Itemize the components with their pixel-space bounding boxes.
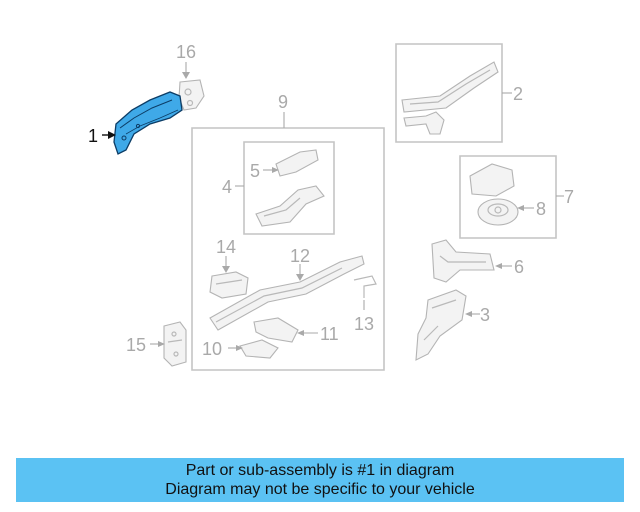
part-16-bracket[interactable] — [178, 79, 205, 111]
callout-11[interactable]: 11 — [320, 324, 339, 344]
callout-2[interactable]: 2 — [513, 84, 523, 104]
arrowhead-10 — [236, 345, 243, 351]
arrowhead-6 — [495, 263, 502, 269]
banner-line-1: Part or sub-assembly is #1 in diagram — [185, 462, 455, 479]
callout-16[interactable]: 16 — [176, 42, 196, 62]
callout-1[interactable]: 1 — [88, 126, 98, 146]
part-3-bracket[interactable] — [415, 289, 467, 361]
callout-3[interactable]: 3 — [480, 305, 490, 325]
arrowhead-8 — [517, 205, 524, 211]
callout-10[interactable]: 10 — [202, 339, 222, 359]
part-10-bracket[interactable] — [239, 339, 279, 359]
part-6-bracket[interactable] — [431, 239, 495, 283]
callout-6[interactable]: 6 — [514, 257, 524, 277]
arrowhead-14 — [222, 266, 230, 273]
arrowhead-5 — [272, 167, 279, 173]
arrowhead-15 — [158, 341, 165, 347]
callout-13[interactable]: 13 — [354, 314, 374, 334]
part-15-plate[interactable] — [163, 321, 187, 367]
part-11-bracket[interactable] — [253, 317, 299, 343]
part-13-clip[interactable] — [353, 275, 377, 298]
callout-14[interactable]: 14 — [216, 237, 236, 257]
info-banner: Part or sub-assembly is #1 in diagram Di… — [16, 458, 624, 502]
arrowhead-16 — [182, 72, 190, 79]
part-7-box[interactable] — [459, 155, 557, 239]
callout-15[interactable]: 15 — [126, 335, 146, 355]
part-1-highlighted[interactable] — [113, 91, 183, 155]
part-14-bracket[interactable] — [209, 271, 249, 299]
callout-7[interactable]: 7 — [564, 187, 574, 207]
callout-12[interactable]: 12 — [290, 246, 310, 266]
part-9-box[interactable] — [191, 127, 385, 371]
callout-9[interactable]: 9 — [278, 92, 288, 112]
arrowhead-11 — [297, 330, 304, 336]
arrowhead-1 — [108, 131, 116, 139]
callout-5[interactable]: 5 — [250, 161, 260, 181]
part-4-box[interactable] — [243, 141, 335, 235]
part-2-box[interactable] — [395, 43, 503, 143]
parts-diagram: 16 1 2 9 4 5 14 — [88, 42, 574, 371]
banner-line-2: Diagram may not be specific to your vehi… — [165, 481, 475, 498]
arrowhead-12 — [296, 274, 304, 281]
part-12-rail[interactable] — [209, 255, 365, 331]
arrowhead-3 — [465, 311, 472, 317]
callout-4[interactable]: 4 — [222, 177, 232, 197]
callout-8[interactable]: 8 — [536, 199, 546, 219]
